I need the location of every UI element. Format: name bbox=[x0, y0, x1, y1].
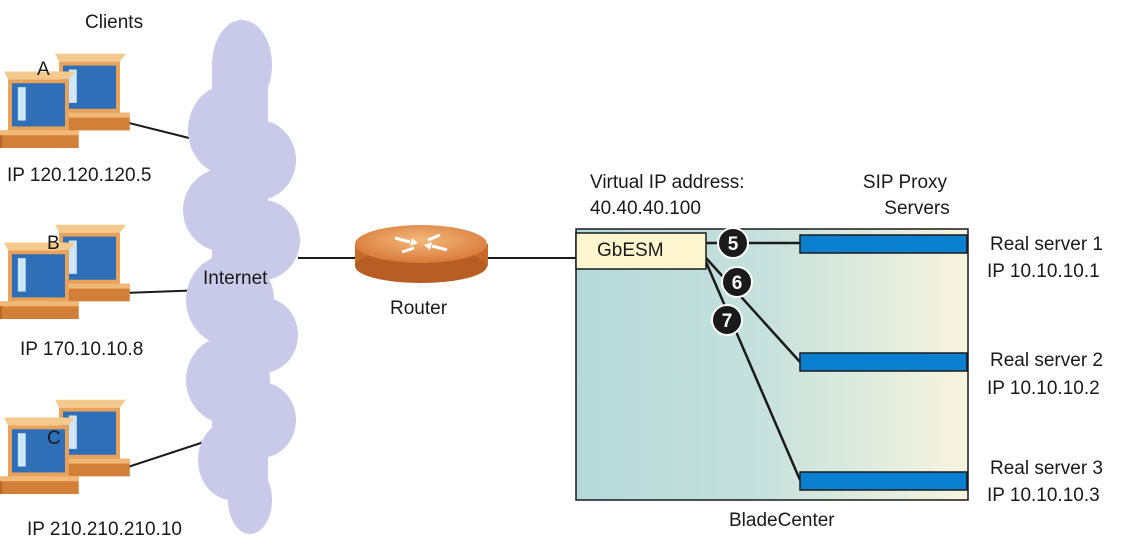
router-icon bbox=[355, 225, 488, 283]
server-1-ip: IP 10.10.10.1 bbox=[987, 261, 1100, 282]
step-badge-7: 7 bbox=[711, 304, 743, 336]
server-bar-2 bbox=[799, 352, 968, 372]
bladecenter-label: BladeCenter bbox=[729, 510, 835, 531]
step-badge-6: 6 bbox=[721, 266, 753, 298]
servers-heading: Servers bbox=[884, 198, 950, 219]
virtual-ip-label: Virtual IP address: bbox=[590, 172, 745, 193]
step-5-label: 5 bbox=[728, 234, 739, 255]
clients-title: Clients bbox=[85, 12, 144, 33]
gbesm-label: GbESM bbox=[597, 240, 664, 261]
internet-label: Internet bbox=[203, 268, 268, 289]
gbesm-switch bbox=[575, 232, 707, 270]
server-2-ip: IP 10.10.10.2 bbox=[987, 378, 1100, 399]
router-label: Router bbox=[390, 298, 448, 319]
internet-cloud bbox=[183, 20, 300, 534]
client-a-ip: IP 120.120.120.5 bbox=[7, 165, 152, 186]
step-badge-5: 5 bbox=[717, 227, 749, 259]
server-3-ip: IP 10.10.10.3 bbox=[987, 485, 1100, 506]
client-b-ip: IP 170.10.10.8 bbox=[20, 339, 144, 360]
client-a-letter: A bbox=[37, 59, 50, 80]
step-6-label: 6 bbox=[732, 273, 743, 294]
step-7-label: 7 bbox=[722, 311, 733, 332]
server-bar-1 bbox=[799, 234, 968, 254]
link-client-c bbox=[124, 439, 211, 469]
sip-proxy-heading: SIP Proxy bbox=[862, 172, 948, 193]
client-c-computer-icon bbox=[0, 399, 130, 495]
link-switch-server-3 bbox=[704, 261, 802, 481]
client-a-computer-icon bbox=[0, 53, 130, 149]
virtual-ip-value: 40.40.40.100 bbox=[590, 198, 701, 219]
client-c-ip: IP 210.210.210.10 bbox=[27, 519, 182, 540]
client-c-letter: C bbox=[47, 428, 61, 449]
client-b-letter: B bbox=[47, 233, 60, 254]
client-b-computer-icon bbox=[0, 224, 130, 320]
server-3-name: Real server 3 bbox=[990, 458, 1103, 479]
server-1-name: Real server 1 bbox=[990, 234, 1103, 255]
server-bar-3 bbox=[799, 471, 968, 491]
server-2-name: Real server 2 bbox=[990, 350, 1103, 371]
link-switch-server-2 bbox=[705, 257, 801, 363]
